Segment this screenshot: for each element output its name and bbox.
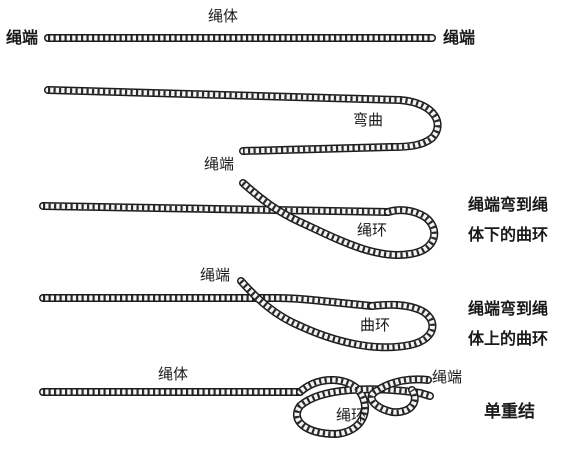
- caption-line: 体上的曲环: [468, 329, 549, 348]
- rope-stroke: [294, 377, 433, 437]
- caption-end-under: 绳端弯到绳 体下的曲环: [468, 190, 548, 250]
- loop-label: 曲环: [360, 316, 391, 334]
- rope-stroke: [240, 180, 437, 258]
- caption-line: 体下的曲环: [468, 225, 549, 244]
- caption-line: 绳端弯到绳: [468, 299, 549, 318]
- loop-label: 绳环: [336, 406, 367, 424]
- rope-end-label: 绳端: [432, 368, 463, 386]
- knot-title: 单重结: [484, 402, 535, 422]
- rope-stroke: [239, 179, 439, 259]
- caption-end-over: 绳端弯到绳 体上的曲环: [468, 294, 548, 354]
- rope-bend: [44, 86, 442, 155]
- rope-end-label-right: 绳端: [443, 28, 476, 47]
- rope-loop-under: [39, 179, 439, 259]
- rope-body-label: 绳体: [208, 7, 239, 25]
- rope-end-label: 绳端: [200, 266, 231, 284]
- rope-end-label: 绳端: [204, 155, 235, 173]
- rope-body-label: 绳体: [158, 365, 189, 383]
- rope-overhand-knot: [39, 375, 434, 438]
- rope-end-label-left: 绳端: [6, 28, 39, 47]
- bend-label: 弯曲: [353, 111, 384, 129]
- rope-stroke: [43, 295, 373, 309]
- rope-loop-over: [39, 277, 437, 352]
- rope-stroke: [241, 181, 437, 258]
- rope-stroke: [47, 87, 440, 154]
- rope-stroke: [369, 376, 429, 415]
- rope-stroke: [238, 278, 435, 350]
- rope-stroke: [239, 279, 435, 350]
- caption-line: 绳端弯到绳: [468, 195, 549, 214]
- rope-stroke: [42, 203, 389, 215]
- loop-label: 绳环: [357, 221, 388, 239]
